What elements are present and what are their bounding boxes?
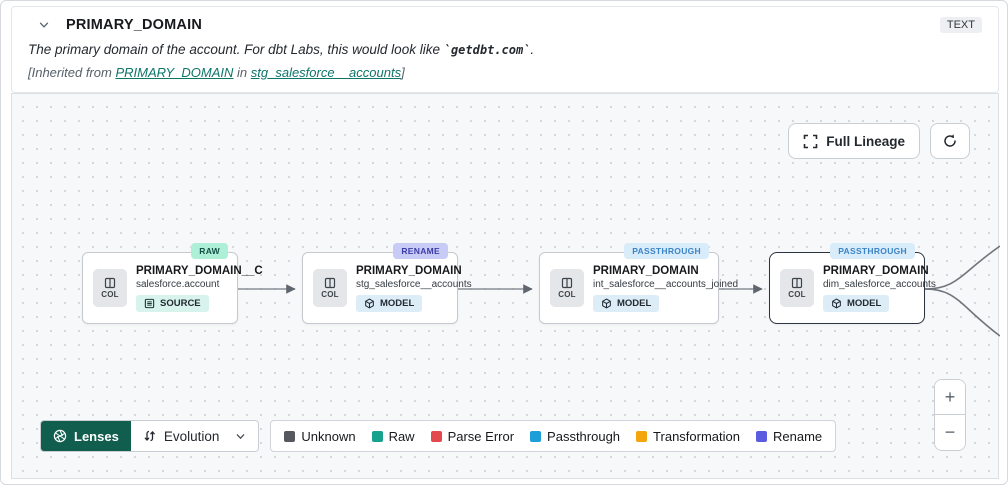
lineage-bottom-bar: Lenses Evolution Unknown Raw Parse Error…: [40, 420, 837, 452]
lenses-label: Lenses: [74, 428, 119, 444]
lens-selected-label: Evolution: [163, 428, 220, 444]
node-subtitle: int_salesforce__accounts_joined: [593, 278, 739, 290]
inherited-model-link[interactable]: stg_salesforce__accounts: [250, 65, 402, 80]
evolution-badge: RENAME: [393, 243, 448, 259]
resource-kind-badge: MODEL: [593, 294, 660, 312]
columns-icon: [791, 277, 803, 289]
resource-kind-label: MODEL: [847, 297, 882, 309]
legend-item-transformation: Transformation: [636, 429, 740, 444]
zoom-out-button[interactable]: −: [935, 415, 965, 450]
legend-item-parse-error: Parse Error: [430, 428, 515, 444]
inherited-note: [Inherited from PRIMARY_DOMAIN in stg_sa…: [28, 65, 982, 80]
model-icon: [832, 298, 841, 308]
legend-item-raw: Raw: [371, 428, 415, 444]
legend-label: Unknown: [301, 428, 356, 444]
chevron-down-icon: [235, 431, 246, 442]
evolution-badge: RAW: [191, 243, 228, 259]
column-chip: COL: [93, 269, 127, 307]
legend-item-rename: Rename: [755, 428, 823, 444]
col-chip-label: COL: [558, 290, 576, 299]
node-title: PRIMARY_DOMAIN: [356, 264, 462, 277]
lineage-node-source[interactable]: RAW COL PRIMARY_DOMAIN__C salesforce.acc…: [82, 243, 263, 324]
inherited-suffix: ]: [401, 65, 405, 80]
node-title: PRIMARY_DOMAIN: [593, 264, 699, 277]
lineage-legend: Unknown Raw Parse Error Passthrough Tran…: [270, 420, 837, 452]
columns-icon: [324, 277, 336, 289]
model-icon: [602, 298, 611, 308]
columns-icon: [104, 277, 116, 289]
column-description: The primary domain of the account. For d…: [28, 42, 982, 57]
lineage-node-intermediate[interactable]: PASSTHROUGH COL PRIMARY_DOMAIN int_sales…: [539, 243, 738, 324]
source-icon: [144, 298, 155, 308]
full-lineage-label: Full Lineage: [826, 133, 905, 149]
column-type-badge: TEXT: [939, 17, 982, 33]
node-title: PRIMARY_DOMAIN: [823, 264, 929, 277]
resource-kind-label: MODEL: [617, 297, 652, 309]
lens-dropdown[interactable]: Evolution: [130, 421, 259, 451]
resource-kind-label: SOURCE: [160, 297, 201, 309]
evolution-badge: PASSTHROUGH: [830, 243, 915, 259]
node-subtitle: dim_salesforce_accounts: [823, 278, 936, 290]
collapse-chevron-icon[interactable]: [36, 17, 52, 33]
column-chip: COL: [780, 269, 814, 307]
columns-icon: [561, 277, 573, 289]
column-chip: COL: [550, 269, 584, 307]
resource-kind-badge: MODEL: [356, 294, 423, 312]
description-text: The primary domain of the account. For d…: [28, 42, 444, 57]
legend-item-passthrough: Passthrough: [530, 429, 620, 444]
lineage-node-dim-selected[interactable]: PASSTHROUGH COL PRIMARY_DOMAIN dim_sales…: [769, 243, 936, 324]
legend-swatch: [530, 430, 542, 442]
col-chip-label: COL: [321, 290, 339, 299]
model-icon: [365, 298, 374, 308]
node-subtitle: salesforce.account: [136, 278, 220, 290]
expand-icon: [803, 134, 818, 149]
legend-swatch: [636, 430, 648, 442]
inherited-prefix: [Inherited from: [28, 65, 116, 80]
lenses-control: Lenses Evolution: [40, 420, 260, 452]
legend-label: Rename: [772, 428, 823, 444]
lineage-canvas[interactable]: Full Lineage RAW COL PRIMARY_DOMAIN__C s…: [11, 93, 1000, 479]
legend-swatch: [284, 430, 296, 442]
resource-kind-badge: MODEL: [823, 294, 890, 312]
resource-kind-badge: SOURCE: [136, 294, 209, 312]
inline-code: `getdbt.com`: [443, 43, 531, 57]
col-chip-label: COL: [788, 290, 806, 299]
legend-label: Raw: [388, 428, 415, 444]
legend-label: Parse Error: [447, 428, 515, 444]
inherited-column-link[interactable]: PRIMARY_DOMAIN: [115, 65, 234, 80]
evolution-badge: PASSTHROUGH: [624, 243, 709, 259]
legend-label: Passthrough: [547, 428, 621, 444]
refresh-icon: [942, 133, 958, 149]
refresh-button[interactable]: [930, 123, 970, 159]
legend-label: Transformation: [653, 428, 740, 444]
column-details-panel: PRIMARY_DOMAIN TEXT The primary domain o…: [11, 6, 999, 93]
legend-swatch: [430, 430, 442, 442]
inherited-middle: in: [233, 65, 251, 80]
col-chip-label: COL: [101, 290, 119, 299]
description-suffix: .: [530, 42, 535, 57]
evolution-icon: [144, 430, 155, 442]
full-lineage-button[interactable]: Full Lineage: [788, 123, 920, 159]
lineage-node-staging[interactable]: RENAME COL PRIMARY_DOMAIN stg_salesforce…: [302, 243, 472, 324]
column-title: PRIMARY_DOMAIN: [66, 17, 202, 33]
zoom-controls: + −: [934, 379, 966, 451]
resource-kind-label: MODEL: [380, 297, 415, 309]
node-title: PRIMARY_DOMAIN__C: [136, 264, 263, 277]
aperture-icon: [53, 429, 67, 443]
lenses-button[interactable]: Lenses: [41, 421, 131, 451]
column-chip: COL: [313, 269, 347, 307]
zoom-in-button[interactable]: +: [935, 380, 965, 415]
legend-swatch: [371, 430, 383, 442]
node-subtitle: stg_salesforce__accounts: [356, 278, 472, 290]
legend-swatch: [755, 430, 767, 442]
legend-item-unknown: Unknown: [284, 428, 356, 444]
